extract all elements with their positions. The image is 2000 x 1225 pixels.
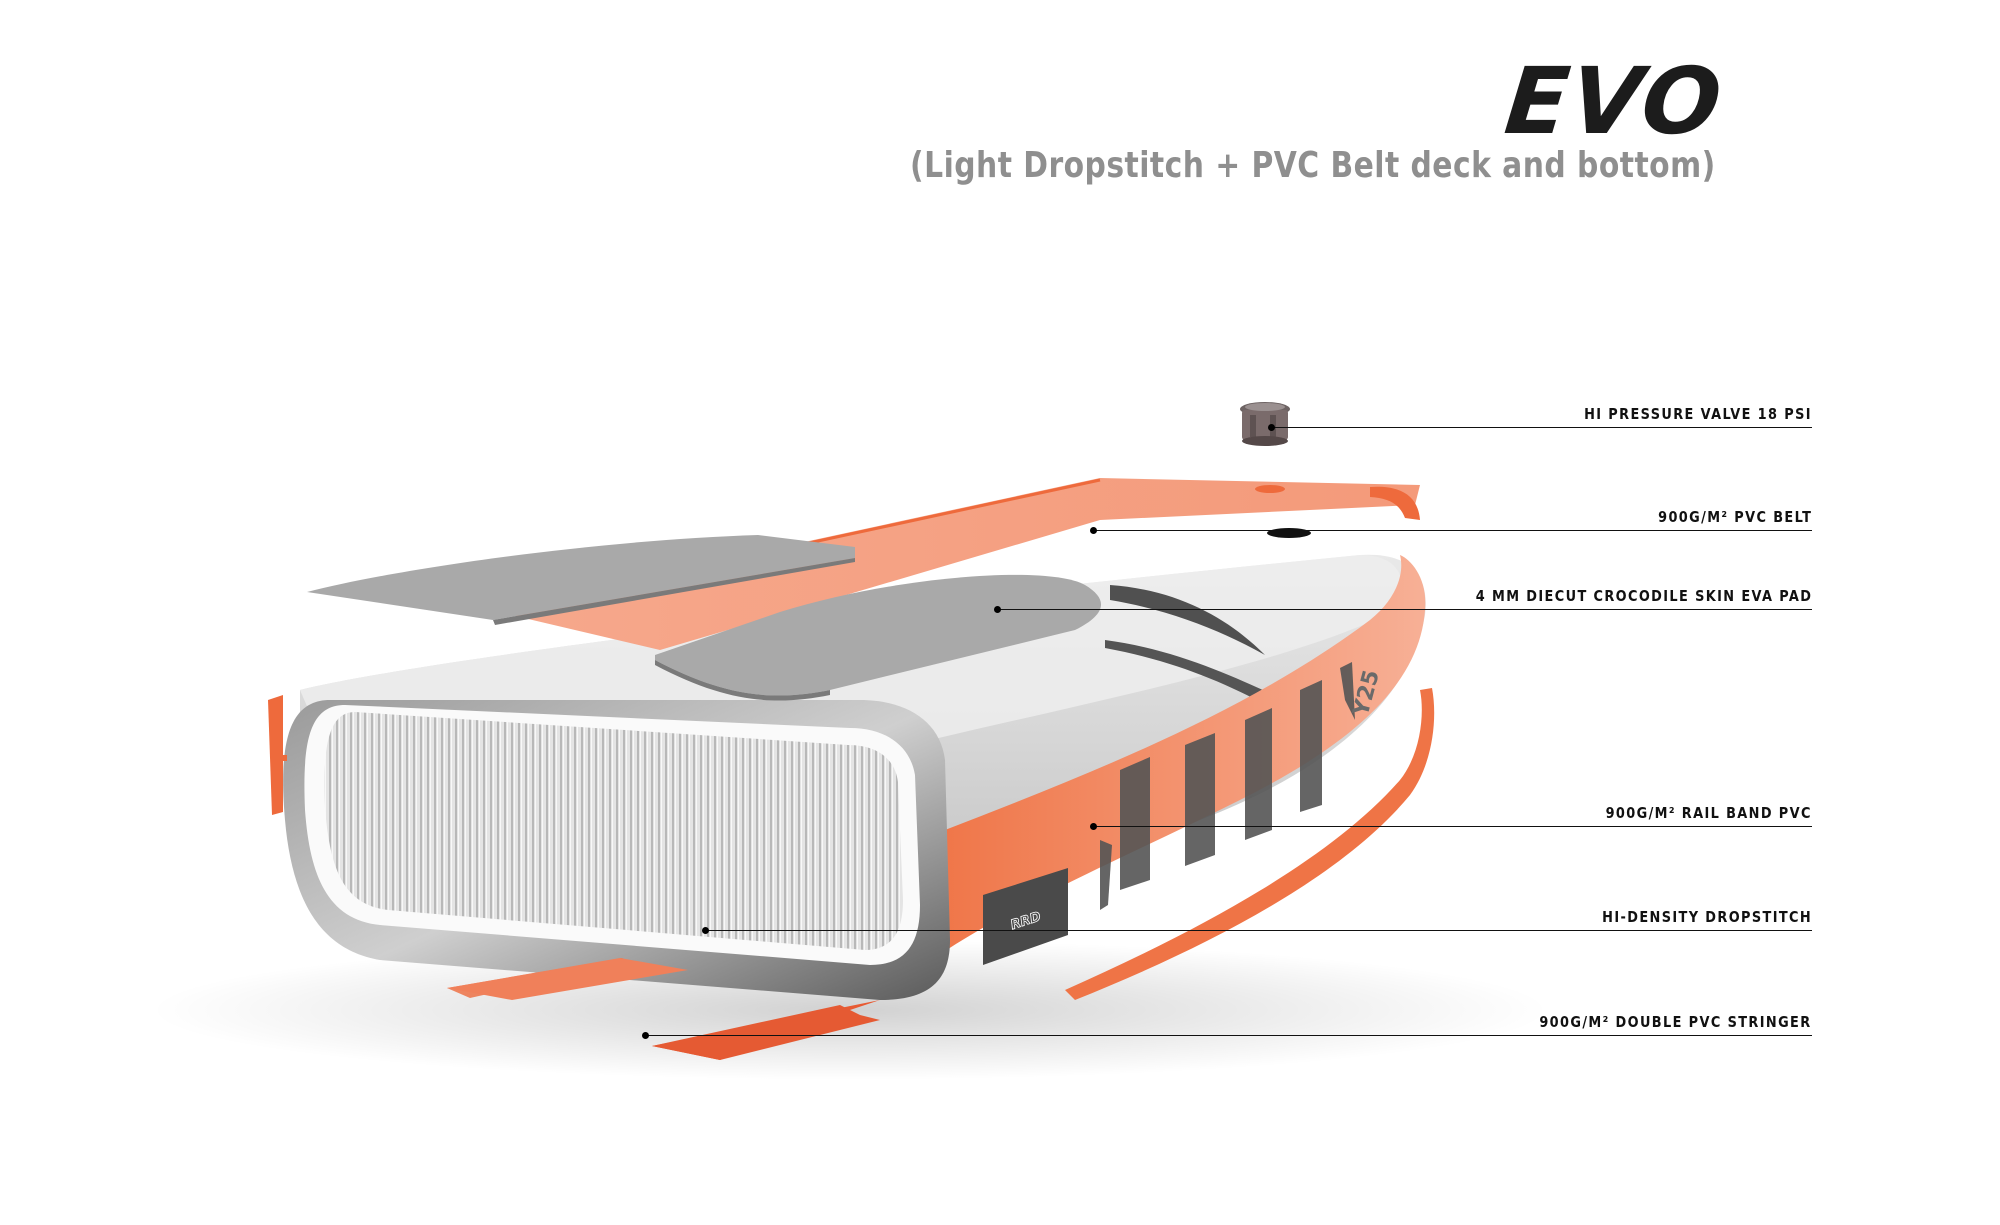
deck-graphic-2	[1105, 640, 1285, 707]
product-subtitle: (Light Dropstitch + PVC Belt deck and bo…	[910, 145, 1716, 186]
valve-hole	[1255, 485, 1285, 493]
callout-dot	[642, 1032, 649, 1039]
rail-stripes	[1100, 662, 1355, 910]
eva-pad-left-edge	[493, 558, 855, 625]
callout-label: 900G/M² PVC BELT	[1657, 508, 1812, 526]
callout-label: HI-DENSITY DROPSTITCH	[1602, 908, 1812, 926]
deck-graphic-1	[1110, 585, 1265, 655]
eva-pad-right-edge	[655, 660, 830, 701]
callout-label: HI PRESSURE VALVE 18 PSI	[1584, 405, 1812, 423]
callout-leader-line	[1093, 530, 1812, 531]
stringer-right-face	[652, 1005, 880, 1060]
lower-rail-strip	[1065, 688, 1435, 1000]
rrd-logo-block: RRD	[983, 868, 1068, 965]
callout-dot	[1090, 527, 1097, 534]
stringer-left-face	[447, 958, 688, 1000]
hi-pressure-valve	[1240, 402, 1290, 446]
pvc-belt	[490, 478, 1420, 650]
eva-pad-right	[655, 574, 1102, 696]
callout-leader-line	[705, 930, 1812, 931]
callout-leader-line	[1093, 826, 1812, 827]
dropstitch-threads	[324, 712, 904, 950]
callout-leader-line	[1271, 427, 1812, 428]
callout-dot	[994, 606, 1001, 613]
rail-band-pvc	[925, 555, 1426, 965]
callout-label: 4 MM DIECUT CROCODILE SKIN EVA PAD	[1475, 587, 1812, 605]
left-rail-band-tab	[272, 755, 287, 761]
callout-label: 900G/M² RAIL BAND PVC	[1605, 804, 1812, 822]
callout-dot	[702, 927, 709, 934]
callout-dot	[1268, 424, 1275, 431]
pvc-belt-tip	[1370, 486, 1420, 520]
callout-dot	[1090, 823, 1097, 830]
callout-leader-line	[997, 609, 1812, 610]
eva-pad-left	[307, 535, 855, 620]
callout-leader-line	[645, 1035, 1812, 1036]
callout-label: 900G/M² DOUBLE PVC STRINGER	[1539, 1013, 1812, 1031]
